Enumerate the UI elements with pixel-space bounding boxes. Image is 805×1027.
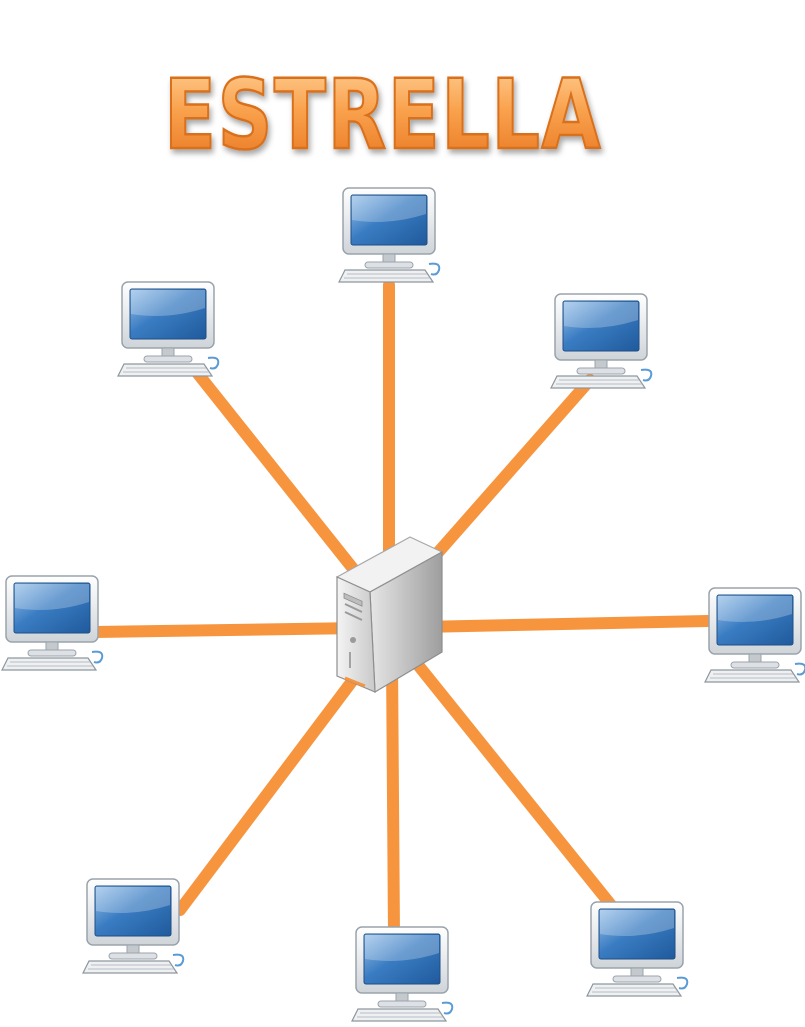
desktop-computer-icon — [550, 293, 653, 389]
desktop-computer-icon — [704, 587, 805, 683]
desktop-computer-icon — [351, 926, 454, 1022]
link-bottom — [386, 654, 400, 941]
desktop-computer-icon — [117, 281, 220, 377]
link-right — [414, 615, 714, 633]
link-bottom-left — [174, 654, 374, 916]
desktop-computer-icon — [1, 575, 104, 671]
diagram-title: ESTRELLA — [164, 59, 602, 171]
link-top-left — [189, 364, 376, 596]
server-tower-icon — [335, 536, 444, 694]
desktop-computer-icon — [338, 187, 441, 283]
desktop-computer-icon — [586, 901, 689, 997]
link-left — [89, 622, 366, 638]
desktop-computer-icon — [82, 878, 185, 974]
link-bottom-right — [404, 649, 621, 916]
